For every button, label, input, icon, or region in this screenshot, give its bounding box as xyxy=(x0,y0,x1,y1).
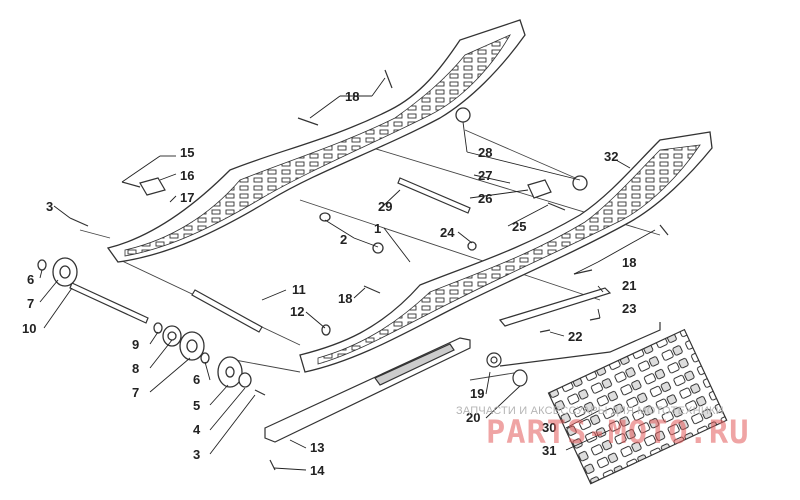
callout-3-bottom: 3 xyxy=(193,447,200,462)
rail-right xyxy=(299,131,713,373)
slide-rail xyxy=(264,337,471,443)
callout-18-top: 18 xyxy=(345,89,359,104)
callout-20: 20 xyxy=(466,410,480,425)
callout-11: 11 xyxy=(292,282,306,297)
callout-19: 19 xyxy=(470,386,484,401)
bolts xyxy=(69,69,669,471)
callout-17: 17 xyxy=(180,190,194,205)
callout-18-mid: 18 xyxy=(338,291,352,306)
callout-1: 1 xyxy=(374,221,381,236)
callout-29: 29 xyxy=(378,199,392,214)
bar-21 xyxy=(498,287,612,327)
watermark-logo: PARTS-MOTO.RU xyxy=(486,413,750,451)
callout-16: 16 xyxy=(180,168,194,183)
callout-31: 31 xyxy=(542,443,556,458)
callout-8: 8 xyxy=(132,361,139,376)
callout-26: 26 xyxy=(478,191,492,206)
wheels xyxy=(37,107,588,388)
callout-18-right: 18 xyxy=(622,255,636,270)
callout-5: 5 xyxy=(193,398,200,413)
callout-21: 21 xyxy=(622,278,636,293)
callout-7-right: 7 xyxy=(132,385,139,400)
callout-4: 4 xyxy=(193,422,201,437)
leader-lines xyxy=(39,77,656,471)
callout-6-left: 6 xyxy=(27,272,34,287)
track-section xyxy=(547,328,728,485)
callout-24: 24 xyxy=(440,225,455,240)
callout-6-right: 6 xyxy=(193,372,200,387)
shafts xyxy=(69,177,471,333)
callout-30: 30 xyxy=(542,420,556,435)
callout-14: 14 xyxy=(310,463,325,478)
callout-22: 22 xyxy=(568,329,582,344)
callout-2: 2 xyxy=(340,232,347,247)
callout-32: 32 xyxy=(604,149,618,164)
callout-12: 12 xyxy=(290,304,304,319)
callout-7-left: 7 xyxy=(27,296,34,311)
callout-25: 25 xyxy=(512,219,526,234)
blocks xyxy=(139,177,552,199)
callout-3-top: 3 xyxy=(46,199,53,214)
callout-labels: 18 15 16 17 3 28 32 27 26 29 25 24 1 2 1… xyxy=(22,89,636,478)
rail-left xyxy=(106,19,526,263)
callout-27: 27 xyxy=(478,168,492,183)
callout-9: 9 xyxy=(132,337,139,352)
watermark-tagline: ЗАПЧАСТИ И АКСЕССУАРЫ ДЛЯ МОТОТЕХНИКИ xyxy=(456,405,724,417)
callout-15: 15 xyxy=(180,145,194,160)
callout-10: 10 xyxy=(22,321,36,336)
callout-23: 23 xyxy=(622,301,636,316)
callout-13: 13 xyxy=(310,440,324,455)
callout-28: 28 xyxy=(478,145,492,160)
